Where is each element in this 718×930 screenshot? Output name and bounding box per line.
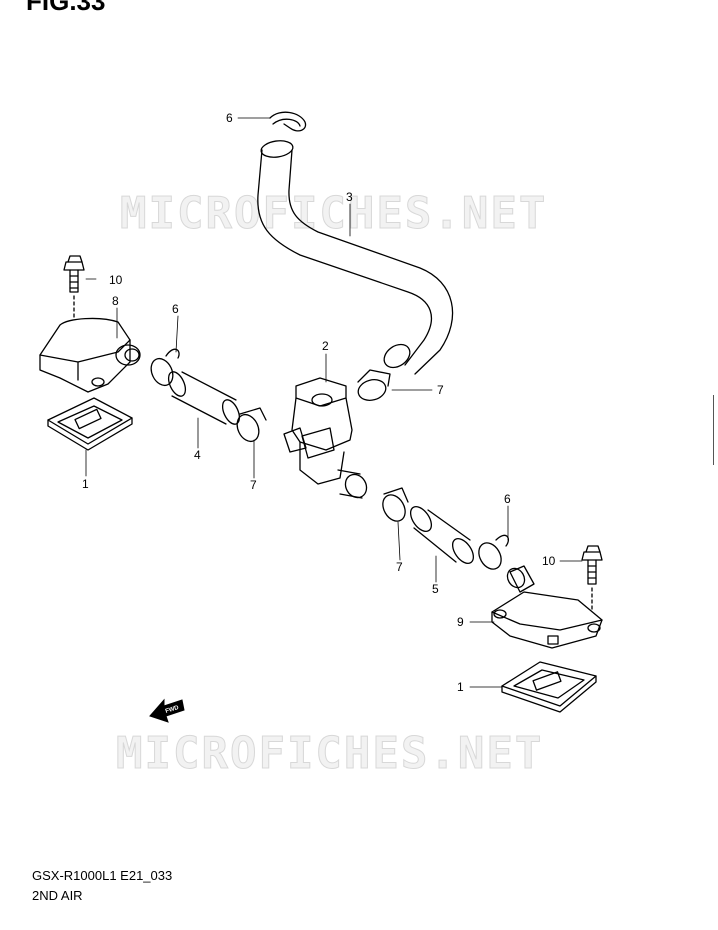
callout-6-top: 6	[226, 111, 233, 125]
callout-10-left: 10	[109, 273, 123, 287]
figure-label: FIG.33	[26, 0, 106, 16]
bolt-part-10-left	[63, 255, 85, 293]
callout-9: 9	[457, 615, 464, 629]
callout-7-left: 7	[250, 478, 257, 492]
callout-4: 4	[194, 448, 201, 462]
diagram-title: 2ND AIR	[32, 888, 83, 903]
callout-1-left: 1	[82, 477, 89, 491]
clip-part-6-right	[478, 534, 510, 570]
control-valve-part-2	[283, 377, 368, 499]
callout-5: 5	[432, 582, 439, 596]
fwd-arrow: FWD	[149, 698, 185, 723]
hose-part-5	[409, 505, 475, 565]
watermark-bottom: MICROFICHES.NET	[116, 728, 543, 779]
hose-part-3	[257, 140, 454, 375]
reed-cover-part-8	[39, 317, 141, 393]
callout-3: 3	[346, 190, 353, 204]
callout-1-right: 1	[457, 680, 464, 694]
clamp-part-7-left	[236, 407, 267, 443]
callout-10-right: 10	[542, 554, 556, 568]
callout-7-bottom: 7	[396, 560, 403, 574]
leader-lines	[85, 117, 583, 688]
callout-6-left: 6	[172, 302, 179, 316]
callout-6-right: 6	[504, 492, 511, 506]
clip-part-6-top	[269, 111, 307, 132]
reed-cover-part-9	[491, 565, 603, 649]
reed-gasket-part-1-left	[47, 397, 133, 451]
hose-part-4	[167, 371, 241, 425]
watermark-top: MICROFICHES.NET	[120, 188, 547, 239]
callout-7-top: 7	[437, 383, 444, 397]
model-code: GSX-R1000L1 E21_033	[32, 868, 173, 883]
callout-2: 2	[322, 339, 329, 353]
page-edge-mark	[713, 395, 718, 465]
fwd-label: FWD	[165, 705, 180, 715]
clamp-part-7-top	[357, 369, 391, 401]
reed-gasket-part-1-right	[501, 661, 597, 713]
bolt-part-10-right	[581, 545, 603, 585]
callout-8: 8	[112, 294, 119, 308]
clamp-part-7-bottom	[382, 487, 409, 522]
clip-part-6-left	[150, 348, 180, 387]
